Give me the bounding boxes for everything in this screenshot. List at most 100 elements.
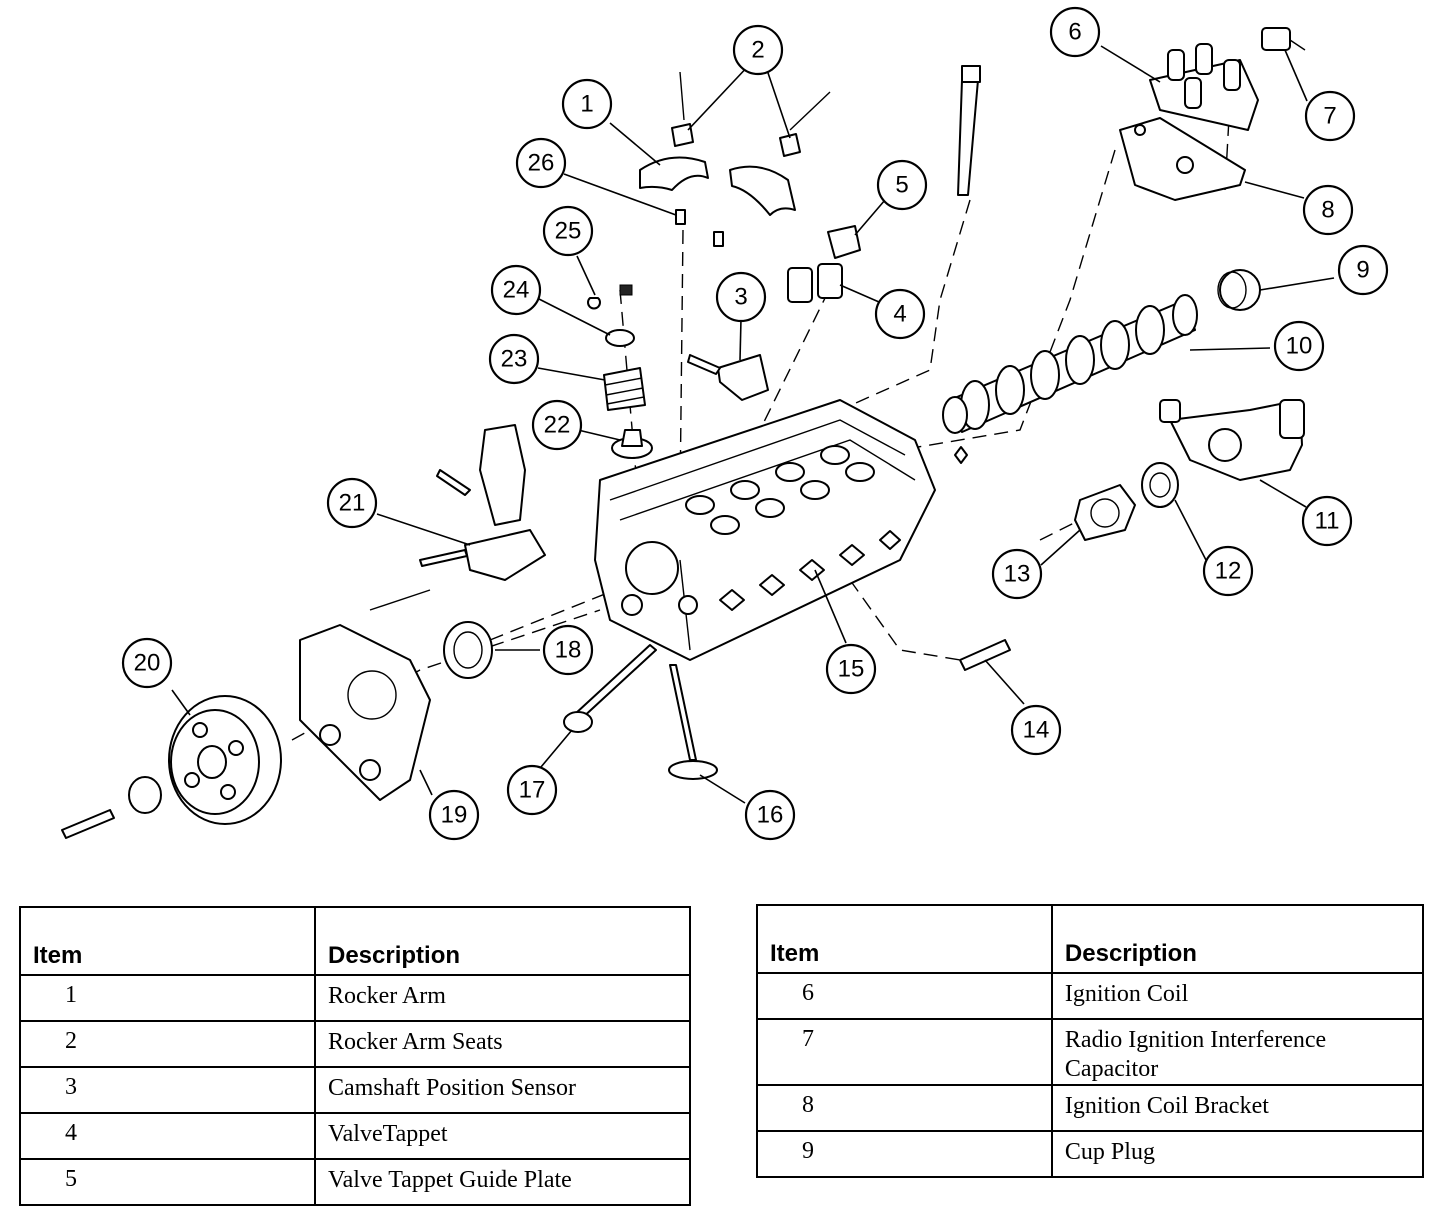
interference-capacitor [1261,27,1306,51]
table-row: 3 Camshaft Position Sensor [19,1066,692,1114]
callout-2: 2 [732,24,784,76]
legend-header-row: Item Description [19,906,692,976]
callout-17: 17 [506,764,558,816]
rocker-arms [639,156,796,216]
callout-20: 20 [121,637,173,689]
svg-text:5: 5 [895,172,908,199]
callout-24: 24 [490,264,542,316]
head-bolt [957,65,981,196]
callout-14: 14 [1010,704,1062,756]
svg-text:8: 8 [1321,197,1334,224]
callout-6: 6 [1049,6,1101,58]
svg-text:19: 19 [441,802,468,829]
ignition-coil-bracket [1119,117,1246,201]
head-port-openings [719,530,901,611]
callout-5: 5 [876,159,928,211]
item-number: 5 [19,1158,316,1206]
item-description: Radio Ignition Interference Capacitor [1050,1018,1425,1086]
cup-plug [1217,269,1261,311]
item-number: 2 [19,1020,316,1068]
exploded-view-diagram: 1 2 3 4 5 6 7 8 9 10 11 12 13 14 15 16 1… [61,6,1389,841]
table-row: 1 Rocker Arm [19,974,692,1022]
svg-text:25: 25 [555,218,582,245]
header-item: Item [19,906,316,976]
callouts: 1 2 3 4 5 6 7 8 9 10 11 12 13 14 15 16 1… [121,6,1389,841]
item-description: Ignition Coil Bracket [1050,1084,1425,1132]
camshaft-sprocket [168,695,282,825]
table-row: 7 Radio Ignition Interference Capacitor [756,1018,1425,1086]
valve-spring-retainer [605,329,635,347]
svg-text:22: 22 [544,412,571,439]
svg-text:16: 16 [757,802,784,829]
svg-text:6: 6 [1068,19,1081,46]
item-description: ValveTappet [313,1112,692,1160]
callout-3: 3 [715,271,767,323]
leader-lines [171,45,1335,804]
item-description: Ignition Coil [1050,972,1425,1020]
svg-text:2: 2 [751,37,764,64]
timing-cover-plate [299,589,431,801]
item-number: 3 [19,1066,316,1114]
camshaft [942,294,1198,464]
camshaft-position-sensor [687,354,769,401]
legend-table-right: Item Description 6 Ignition Coil 7 Radio… [756,904,1425,1178]
item-description: Valve Tappet Guide Plate [313,1158,692,1206]
svg-text:10: 10 [1286,333,1313,360]
svg-text:24: 24 [503,277,530,304]
lash-adjuster [675,209,724,247]
header-description: Description [1050,904,1425,974]
callout-22: 22 [531,399,583,451]
callout-19: 19 [428,789,480,841]
callout-1: 1 [561,78,613,130]
table-row: 2 Rocker Arm Seats [19,1020,692,1068]
callout-25: 25 [542,205,594,257]
exhaust-valve [668,664,718,780]
callout-21: 21 [326,477,378,529]
item-number: 7 [756,1018,1053,1086]
valve-stem-seal [611,429,653,459]
intake-valve [563,644,657,733]
svg-text:3: 3 [734,284,747,311]
sprocket-washer-and-bolt [61,776,162,839]
svg-text:11: 11 [1315,508,1340,535]
legend-header-row: Item Description [756,904,1425,974]
item-description: Rocker Arm Seats [313,1020,692,1068]
callout-8: 8 [1302,184,1354,236]
svg-text:7: 7 [1323,103,1336,130]
item-number: 4 [19,1112,316,1160]
temperature-sender [959,639,1011,671]
svg-text:12: 12 [1215,558,1242,585]
svg-text:14: 14 [1023,717,1050,744]
callout-4: 4 [874,288,926,340]
item-description: Rocker Arm [313,974,692,1022]
item-number: 9 [756,1130,1053,1178]
table-row: 6 Ignition Coil [756,972,1425,1020]
camshaft-seal [443,621,493,679]
callout-23: 23 [488,333,540,385]
svg-text:18: 18 [555,637,582,664]
callout-9: 9 [1337,244,1389,296]
table-row: 5 Valve Tappet Guide Plate [19,1158,692,1206]
svg-text:1: 1 [580,91,593,118]
tappet-bores [685,445,875,535]
item-description: Camshaft Position Sensor [313,1066,692,1114]
thermostat [1141,462,1179,508]
valve-keepers [587,284,633,310]
header-description: Description [313,906,692,976]
callout-15: 15 [825,643,877,695]
svg-text:15: 15 [838,656,865,683]
tappet-guide-plate [827,225,861,259]
thermostat-gasket [1074,484,1136,541]
item-number: 1 [19,974,316,1022]
thermostat-housing [1159,399,1305,481]
callout-12: 12 [1202,545,1254,597]
header-item: Item [756,904,1053,974]
item-description: Cup Plug [1050,1130,1425,1178]
ignition-coil [1149,43,1259,131]
svg-text:17: 17 [519,777,546,804]
cylinder-head [594,399,936,661]
callout-10: 10 [1273,320,1325,372]
callout-13: 13 [991,548,1043,600]
callout-18: 18 [542,624,594,676]
table-row: 8 Ignition Coil Bracket [756,1084,1425,1132]
